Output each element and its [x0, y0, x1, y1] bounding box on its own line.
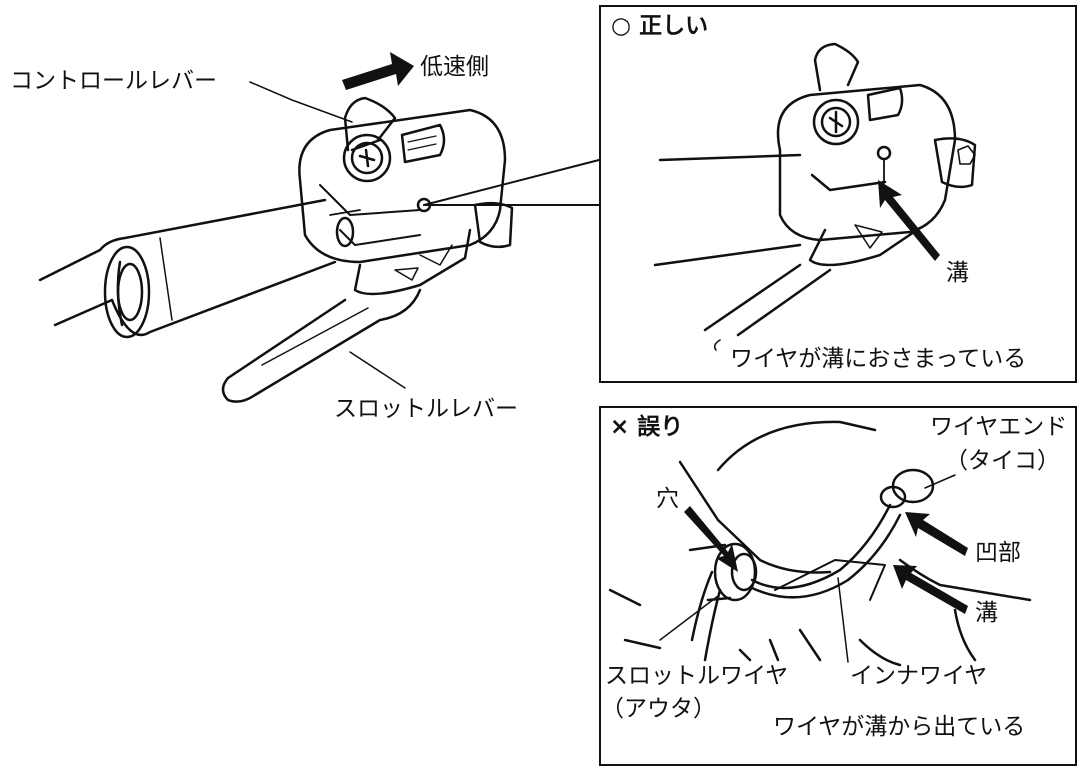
- correct-closeup-art: [653, 42, 977, 351]
- low-speed-arrow: [342, 52, 414, 90]
- wire-end-label: ワイヤエンド: [930, 414, 1068, 440]
- recess-label: 凹部: [975, 540, 1021, 566]
- wrong-title: 誤り: [637, 414, 684, 440]
- throttle-wire-outer-sub-label: （アウタ）: [601, 696, 716, 722]
- groove-label-correct: 溝: [946, 260, 969, 286]
- correct-panel-title: ○ 正しい: [611, 15, 708, 38]
- correct-panel: [599, 5, 1077, 383]
- wrong-caption: ワイヤが溝から出ている: [773, 714, 1026, 740]
- handlebar-assembly: [38, 96, 514, 403]
- control-lever-label: コントロールレバー: [10, 68, 217, 94]
- groove-arrow-wrong: [893, 565, 968, 614]
- groove-label-wrong: 溝: [975, 600, 998, 626]
- correct-caption: ワイヤが溝におさまっている: [730, 346, 1027, 372]
- hole-arrow: [684, 506, 738, 572]
- wrong-mark: ×: [610, 414, 630, 440]
- wrong-closeup-art: [608, 420, 1032, 667]
- groove-arrow-correct: [878, 180, 940, 261]
- recess-arrow: [905, 512, 968, 556]
- wrong-panel-title: × 誤り: [610, 416, 683, 439]
- correct-title: 正しい: [639, 13, 709, 39]
- low-speed-label: 低速側: [420, 54, 489, 80]
- hole-label: 穴: [656, 486, 679, 512]
- throttle-wire-outer-label: スロットルワイヤ: [605, 663, 789, 689]
- wire-end-sub-label: （タイコ）: [945, 448, 1060, 474]
- throttle-lever-label: スロットルレバー: [334, 396, 518, 422]
- inner-wire-label: インナワイヤ: [850, 663, 988, 689]
- correct-mark: ○: [611, 13, 632, 39]
- arrows: [342, 52, 968, 614]
